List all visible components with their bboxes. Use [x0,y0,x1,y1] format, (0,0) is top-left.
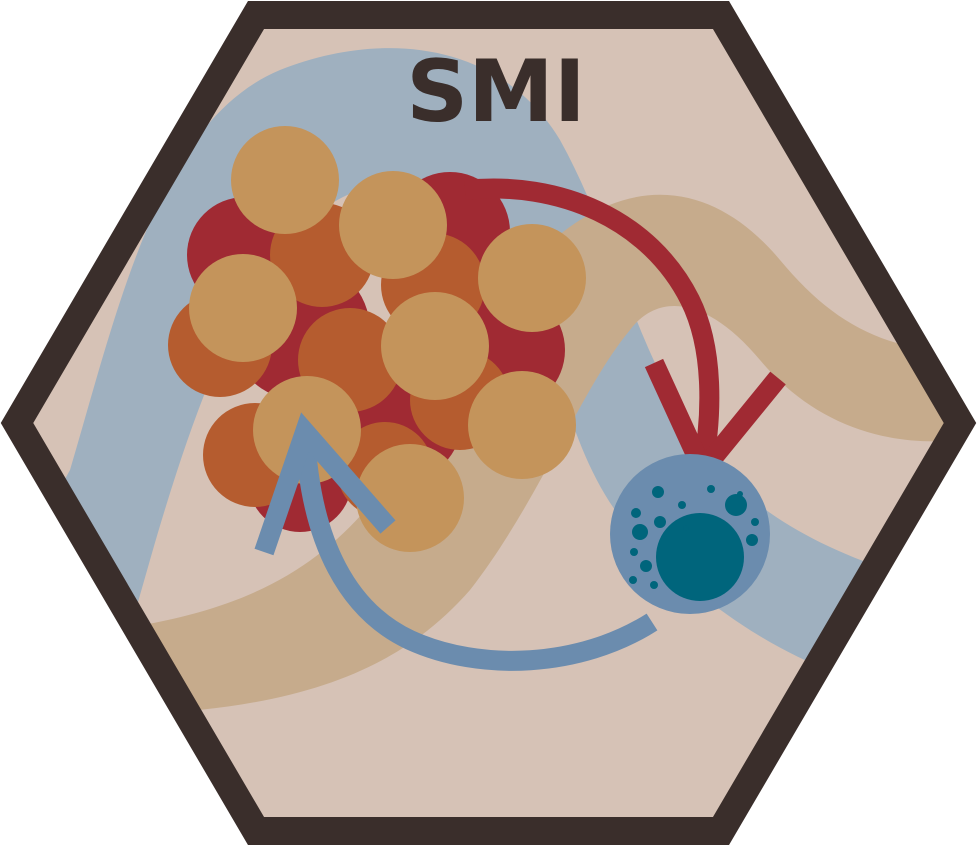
logo-title: SMI [406,42,586,142]
immune-cell-icon [610,454,770,614]
cell-tan [339,171,447,279]
cell-tan [478,224,586,332]
cell-tan [231,126,339,234]
cell-tan [189,254,297,362]
cell-tan [381,292,489,400]
blue-curved-arrow-icon [254,412,658,671]
cell-tan [468,371,576,479]
